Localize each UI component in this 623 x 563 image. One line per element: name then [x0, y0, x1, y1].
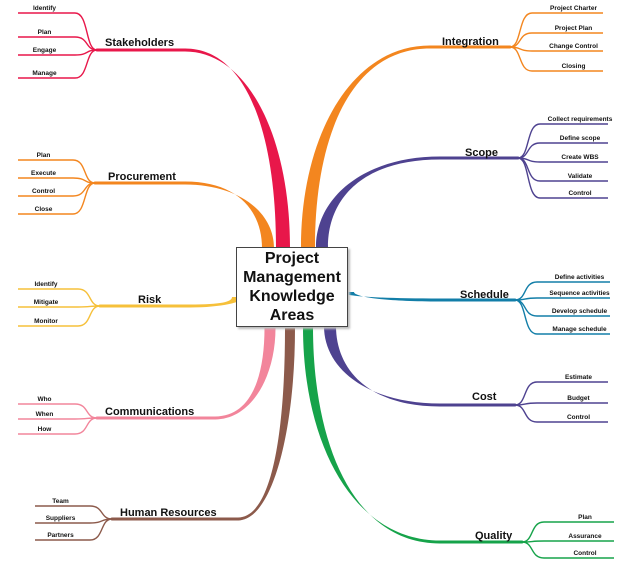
leaf-connector: [517, 123, 541, 159]
leaf-label-communications-2[interactable]: When: [36, 411, 54, 418]
leaf-label-schedule-4[interactable]: Manage schedule: [552, 326, 607, 333]
leaf-label-human-resources-1[interactable]: Team: [52, 498, 69, 505]
leaf-connector: [74, 403, 98, 419]
leaf-label-communications-3[interactable]: How: [38, 426, 53, 433]
leaf-label-scope-2[interactable]: Define scope: [560, 135, 601, 142]
leaf-connector: [514, 299, 538, 335]
leaf-label-quality-2[interactable]: Assurance: [568, 533, 602, 540]
leaf-connector: [72, 182, 96, 215]
leaf-label-risk-2[interactable]: Mitigate: [34, 299, 59, 306]
leaf-label-human-resources-3[interactable]: Partners: [47, 532, 74, 539]
leaf-label-scope-4[interactable]: Validate: [568, 173, 593, 180]
branch-trunk-integration: [301, 45, 430, 247]
leaf-label-scope-5[interactable]: Control: [568, 190, 591, 197]
branch-trunk-risk: [190, 297, 244, 308]
leaf-label-integration-4[interactable]: Closing: [562, 63, 586, 70]
central-topic[interactable]: Project Management Knowledge Areas: [236, 247, 348, 327]
branch-trunk-communications: [215, 328, 276, 420]
leaf-connector: [77, 288, 101, 307]
leaf-label-scope-1[interactable]: Collect requirements: [548, 116, 613, 123]
branch-trunk-human-resources: [238, 328, 295, 521]
leaf-connector: [74, 417, 98, 435]
leaf-label-integration-3[interactable]: Change Control: [549, 43, 598, 50]
leaf-connector: [514, 281, 538, 301]
branch-label-scope[interactable]: Scope: [465, 147, 498, 159]
leaf-label-quality-1[interactable]: Plan: [578, 514, 592, 521]
leaf-label-stakeholders-2[interactable]: Plan: [38, 29, 52, 36]
leaf-connector: [72, 182, 96, 197]
branch-trunk-procurement: [185, 181, 274, 248]
leaf-connector: [89, 518, 113, 541]
leaf-label-procurement-3[interactable]: Control: [32, 188, 55, 195]
branch-label-integration[interactable]: Integration: [442, 36, 499, 48]
leaf-label-integration-2[interactable]: Project Plan: [555, 25, 593, 32]
leaf-connector: [509, 12, 533, 48]
leaf-label-procurement-1[interactable]: Plan: [37, 152, 51, 159]
leaf-connector: [89, 505, 113, 520]
leaf-connector: [521, 521, 545, 543]
leaf-connector: [74, 49, 98, 79]
leaf-label-integration-1[interactable]: Project Charter: [550, 5, 597, 12]
leaf-label-risk-1[interactable]: Identify: [34, 281, 57, 288]
leaf-label-cost-2[interactable]: Budget: [567, 395, 590, 402]
leaf-connector: [514, 381, 538, 406]
branch-label-procurement[interactable]: Procurement: [108, 171, 176, 183]
leaf-connector: [517, 157, 541, 199]
leaf-connector: [72, 177, 96, 184]
branch-label-cost[interactable]: Cost: [472, 391, 497, 403]
leaf-label-schedule-3[interactable]: Develop schedule: [552, 308, 608, 315]
leaf-label-scope-3[interactable]: Create WBS: [561, 154, 599, 161]
leaf-connector: [509, 46, 533, 72]
leaf-label-cost-1[interactable]: Estimate: [565, 374, 592, 381]
leaf-connector: [77, 305, 101, 327]
branch-trunk-schedule: [342, 292, 440, 302]
leaf-label-procurement-4[interactable]: Close: [35, 206, 53, 213]
branch-label-stakeholders[interactable]: Stakeholders: [105, 37, 174, 49]
central-topic-label: Project Management Knowledge Areas: [243, 250, 341, 324]
branch-trunk-scope: [316, 156, 440, 247]
leaf-label-communications-1[interactable]: Who: [37, 396, 51, 403]
leaf-label-quality-3[interactable]: Control: [573, 550, 596, 557]
leaf-label-stakeholders-3[interactable]: Engage: [33, 47, 57, 54]
leaf-label-stakeholders-4[interactable]: Manage: [32, 70, 57, 77]
leaf-connector: [74, 12, 98, 51]
leaf-connector: [514, 404, 538, 423]
branch-label-schedule[interactable]: Schedule: [460, 289, 509, 301]
branch-trunk-cost: [324, 326, 440, 407]
leaf-label-human-resources-2[interactable]: Suppliers: [46, 515, 76, 522]
leaf-connector: [509, 32, 533, 48]
branch-label-communications[interactable]: Communications: [105, 406, 194, 418]
leaf-connector: [514, 299, 538, 317]
branch-label-quality[interactable]: Quality: [475, 530, 513, 542]
branch-trunk-quality: [303, 327, 440, 544]
leaf-connector: [517, 142, 541, 159]
leaf-connector: [521, 541, 545, 559]
leaf-label-stakeholders-1[interactable]: Identify: [33, 5, 56, 12]
branch-label-human-resources[interactable]: Human Resources: [120, 507, 217, 519]
leaf-label-schedule-2[interactable]: Sequence activities: [549, 290, 610, 297]
leaf-label-cost-3[interactable]: Control: [567, 414, 590, 421]
leaf-label-procurement-2[interactable]: Execute: [31, 170, 56, 177]
branch-trunk-stakeholders: [185, 48, 290, 247]
leaf-label-risk-3[interactable]: Monitor: [34, 318, 58, 325]
leaf-label-schedule-1[interactable]: Define activities: [555, 274, 605, 281]
branch-label-risk[interactable]: Risk: [138, 294, 162, 306]
